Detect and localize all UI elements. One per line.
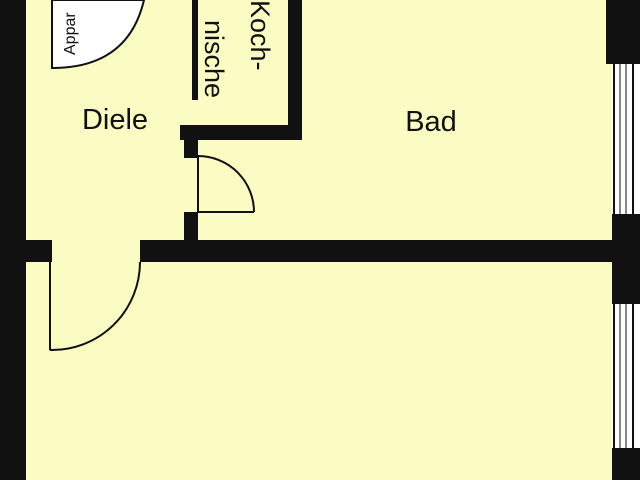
- room-label-diele: Diele: [82, 104, 148, 136]
- apparate-closet: [51, 0, 146, 70]
- window-pier-top: [606, 0, 640, 64]
- door-main: [49, 261, 141, 352]
- room-label-bad: Bad: [405, 106, 457, 138]
- wall-kochnische-right: [288, 0, 302, 140]
- wall-left: [0, 0, 26, 480]
- room-label-kochnische-1: Koch-: [245, 0, 275, 71]
- wall-horizontal: [140, 240, 636, 262]
- room-label-apparate: Appar: [62, 12, 79, 55]
- window-pier-bottom: [612, 448, 640, 480]
- window-pier-middle: [612, 214, 640, 304]
- door-bad: [197, 155, 255, 213]
- wall-kochnische-bottom: [180, 125, 302, 140]
- wall-stub-left: [26, 240, 52, 262]
- room-label-kochnische-2: nische: [199, 20, 229, 98]
- wall-bad-jamb-top: [184, 140, 198, 158]
- wall-kochnische-left: [192, 0, 198, 100]
- wall-bad-jamb-bottom: [184, 212, 198, 240]
